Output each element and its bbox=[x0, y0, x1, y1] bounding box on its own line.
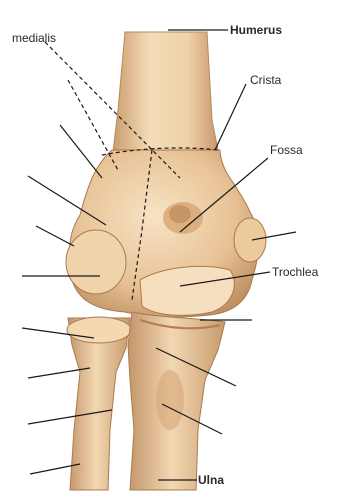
label-fossa: Fossa bbox=[270, 143, 303, 157]
label-crista: Crista bbox=[250, 73, 282, 87]
leader-crista bbox=[215, 84, 246, 150]
leader-left-3 bbox=[36, 226, 74, 246]
humerus-shaft bbox=[112, 32, 220, 160]
dashed-line-epicondyle bbox=[68, 80, 118, 170]
leader-left-1 bbox=[60, 125, 102, 178]
label-humerus: Humerus bbox=[230, 23, 282, 37]
label-medialis: medialis bbox=[12, 31, 56, 45]
label-ulna: Ulna bbox=[198, 473, 224, 487]
medial-epicondyle bbox=[234, 218, 266, 262]
label-trochlea: Trochlea bbox=[272, 265, 319, 279]
capitulum bbox=[66, 230, 126, 294]
trochlea-shape bbox=[140, 266, 234, 315]
